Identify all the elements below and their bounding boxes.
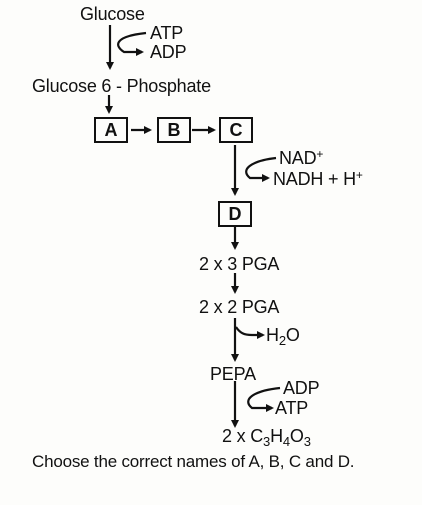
- water-o: O: [285, 325, 300, 345]
- final-c-sub: 3: [263, 434, 271, 449]
- arrow-water-out: [235, 326, 265, 339]
- final-c: C: [250, 426, 264, 446]
- arrow-adp-atp: [247, 386, 281, 412]
- nadh-charge: +: [355, 168, 363, 182]
- final-h-sub: 4: [282, 434, 290, 449]
- label-3pga: 2 x 3 PGA: [199, 254, 280, 274]
- final-o: O: [289, 426, 304, 446]
- nad-text: NAD: [279, 148, 317, 168]
- water-h: H: [266, 325, 279, 345]
- nadh-text: NADH + H: [273, 169, 356, 189]
- label-atp-in: ATP: [150, 23, 184, 43]
- arrow-nad-nadh: [245, 156, 277, 182]
- box-a: A: [94, 117, 128, 143]
- box-c: C: [219, 117, 253, 143]
- box-d: D: [218, 201, 252, 227]
- water-sub: 2: [278, 333, 286, 348]
- question-text: Choose the correct names of A, B, C and …: [32, 452, 355, 471]
- label-nad-in: NAD+: [279, 147, 324, 170]
- label-adp-in: ADP: [283, 378, 320, 398]
- box-b: B: [157, 117, 191, 143]
- final-h: H: [270, 426, 283, 446]
- final-prefix: 2 x: [222, 426, 251, 446]
- label-2pga: 2 x 2 PGA: [199, 297, 280, 317]
- label-adp-out: ADP: [150, 42, 187, 62]
- label-pyruvate: 2 x C3H4O3: [222, 426, 311, 449]
- label-glucose-6-phosphate: Glucose 6 - Phosphate: [32, 76, 211, 96]
- label-atp-out: ATP: [275, 398, 309, 418]
- label-pepa: PEPA: [210, 364, 256, 384]
- label-glucose: Glucose: [80, 4, 145, 24]
- arrow-atp-adp: [117, 31, 147, 56]
- final-o-sub: 3: [303, 434, 311, 449]
- label-water-out: H2O: [266, 325, 300, 348]
- label-nadh-out: NADH + H+: [273, 168, 363, 191]
- nad-charge: +: [316, 147, 324, 161]
